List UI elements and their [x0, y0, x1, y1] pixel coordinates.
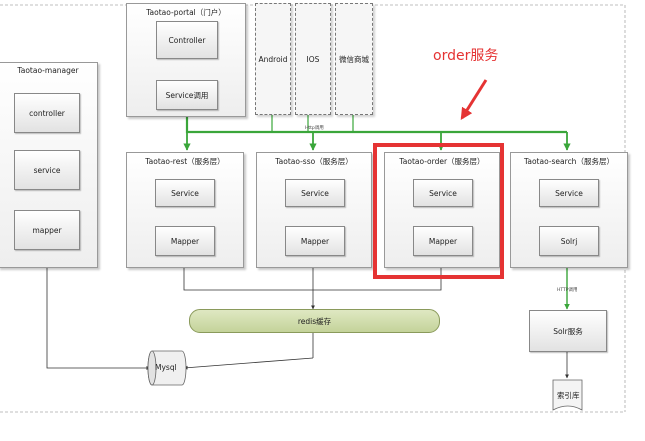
rest-panel: Taotao-rest（服务层） Service Mapper — [126, 152, 244, 268]
index-lib-label: 索引库 — [557, 391, 580, 400]
manager-title: Taotao-manager — [17, 66, 79, 75]
portal-controller: Controller — [156, 21, 218, 59]
portal-title: Taotao-portal（门户） — [146, 8, 226, 17]
portal-service: Service调用 — [156, 80, 218, 110]
mapper-bus — [183, 268, 442, 291]
annotation-label: order服务 — [433, 48, 499, 64]
solr-service: Solr服务 — [529, 310, 607, 352]
order-highlight-box — [373, 143, 504, 279]
sso-panel: Taotao-sso（服务层） Service Mapper — [256, 152, 372, 268]
manager-controller: controller — [14, 93, 80, 133]
client-wechat: 微信商城 — [335, 3, 373, 115]
manager-mapper: mapper — [14, 210, 80, 250]
rest-title: Taotao-rest（服务层） — [145, 157, 225, 166]
rest-mapper: Mapper — [155, 226, 215, 256]
sso-service: Service — [285, 179, 345, 207]
client-android: Android — [255, 3, 291, 115]
sso-mapper: Mapper — [285, 226, 345, 256]
order-mapper: Mapper — [413, 226, 473, 256]
order-panel: Taotao-order（服务层） Service Mapper — [384, 152, 500, 268]
order-title: Taotao-order（服务层） — [399, 157, 485, 166]
redis-mysql-arrow — [183, 357, 314, 370]
search-service: Service — [539, 179, 599, 207]
sso-title: Taotao-sso（服务层） — [275, 157, 353, 166]
search-title: Taotao-search（服务层） — [524, 157, 614, 166]
manager-service: service — [14, 150, 80, 190]
order-service: Service — [413, 179, 473, 207]
manager-panel: Taotao-manager controller service mapper — [0, 62, 98, 268]
http-label-top: Http调用 — [305, 126, 324, 131]
index-lib-shape — [552, 379, 583, 411]
mysql-cylinder — [147, 350, 187, 386]
search-panel: Taotao-search（服务层） Service Solrj — [510, 152, 628, 268]
annotation-arrow — [460, 79, 488, 121]
search-solrj: Solrj — [539, 226, 599, 256]
http-label-bottom: HTTP调用 — [557, 288, 578, 293]
client-ios: IOS — [295, 3, 331, 115]
portal-panel: Taotao-portal（门户） Controller Service调用 — [126, 3, 246, 117]
redis-cache: redis缓存 — [189, 309, 440, 333]
rest-service: Service — [155, 179, 215, 207]
manager-mysql-arrow — [46, 266, 151, 370]
mysql-label: Mysql — [155, 363, 177, 372]
